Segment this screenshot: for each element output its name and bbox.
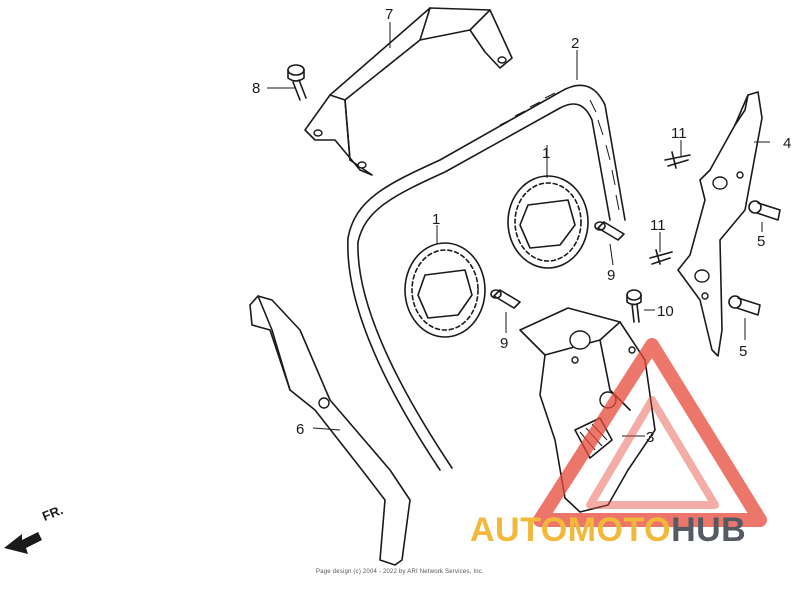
tensioner-assembly-3 xyxy=(519,307,656,513)
front-arrow-icon xyxy=(4,532,42,554)
triangle-logo-icon xyxy=(533,338,767,527)
bolt-5-upper xyxy=(748,200,781,221)
callout-11-upper: 11 xyxy=(671,125,687,142)
callout-8: 8 xyxy=(252,80,260,97)
watermark-logo-text: AUTOMOTOHUB xyxy=(470,511,746,550)
callout-2: 2 xyxy=(571,35,579,52)
leader-lines xyxy=(267,22,770,437)
chain-guide-bracket-7 xyxy=(304,7,513,176)
callout-6: 6 xyxy=(296,421,304,438)
watermark-part-1: AUTOMOTO xyxy=(470,511,672,549)
bolt-5-lower xyxy=(728,295,761,316)
cam-sprocket-1-upper xyxy=(507,175,589,269)
callout-4: 4 xyxy=(783,135,791,152)
bolt-8 xyxy=(287,64,307,101)
clip-11-upper xyxy=(664,151,691,169)
tensioner-slipper-4 xyxy=(677,91,763,357)
clip-11-lower xyxy=(649,249,673,265)
bolt-9-upper xyxy=(594,221,625,241)
callout-1-lower: 1 xyxy=(432,211,440,228)
callout-9-lower: 9 xyxy=(500,335,508,352)
callout-7: 7 xyxy=(385,6,393,23)
watermark-part-2: HUB xyxy=(671,511,747,549)
copyright-notice: Page design (c) 2004 - 2022 by ARI Netwo… xyxy=(316,569,484,575)
callout-9-upper: 9 xyxy=(607,267,615,284)
callout-10: 10 xyxy=(657,303,674,320)
cam-sprocket-1-lower xyxy=(404,242,486,338)
callout-1-upper: 1 xyxy=(542,145,550,162)
chain-guide-6 xyxy=(249,295,411,566)
callout-11-lower: 11 xyxy=(650,217,666,234)
callout-3: 3 xyxy=(646,429,654,446)
bolt-10 xyxy=(626,289,642,323)
bolt-9-lower xyxy=(490,289,521,309)
callout-5-lower: 5 xyxy=(739,343,747,360)
callout-5-upper: 5 xyxy=(757,233,765,250)
cam-chain-2 xyxy=(347,84,626,471)
